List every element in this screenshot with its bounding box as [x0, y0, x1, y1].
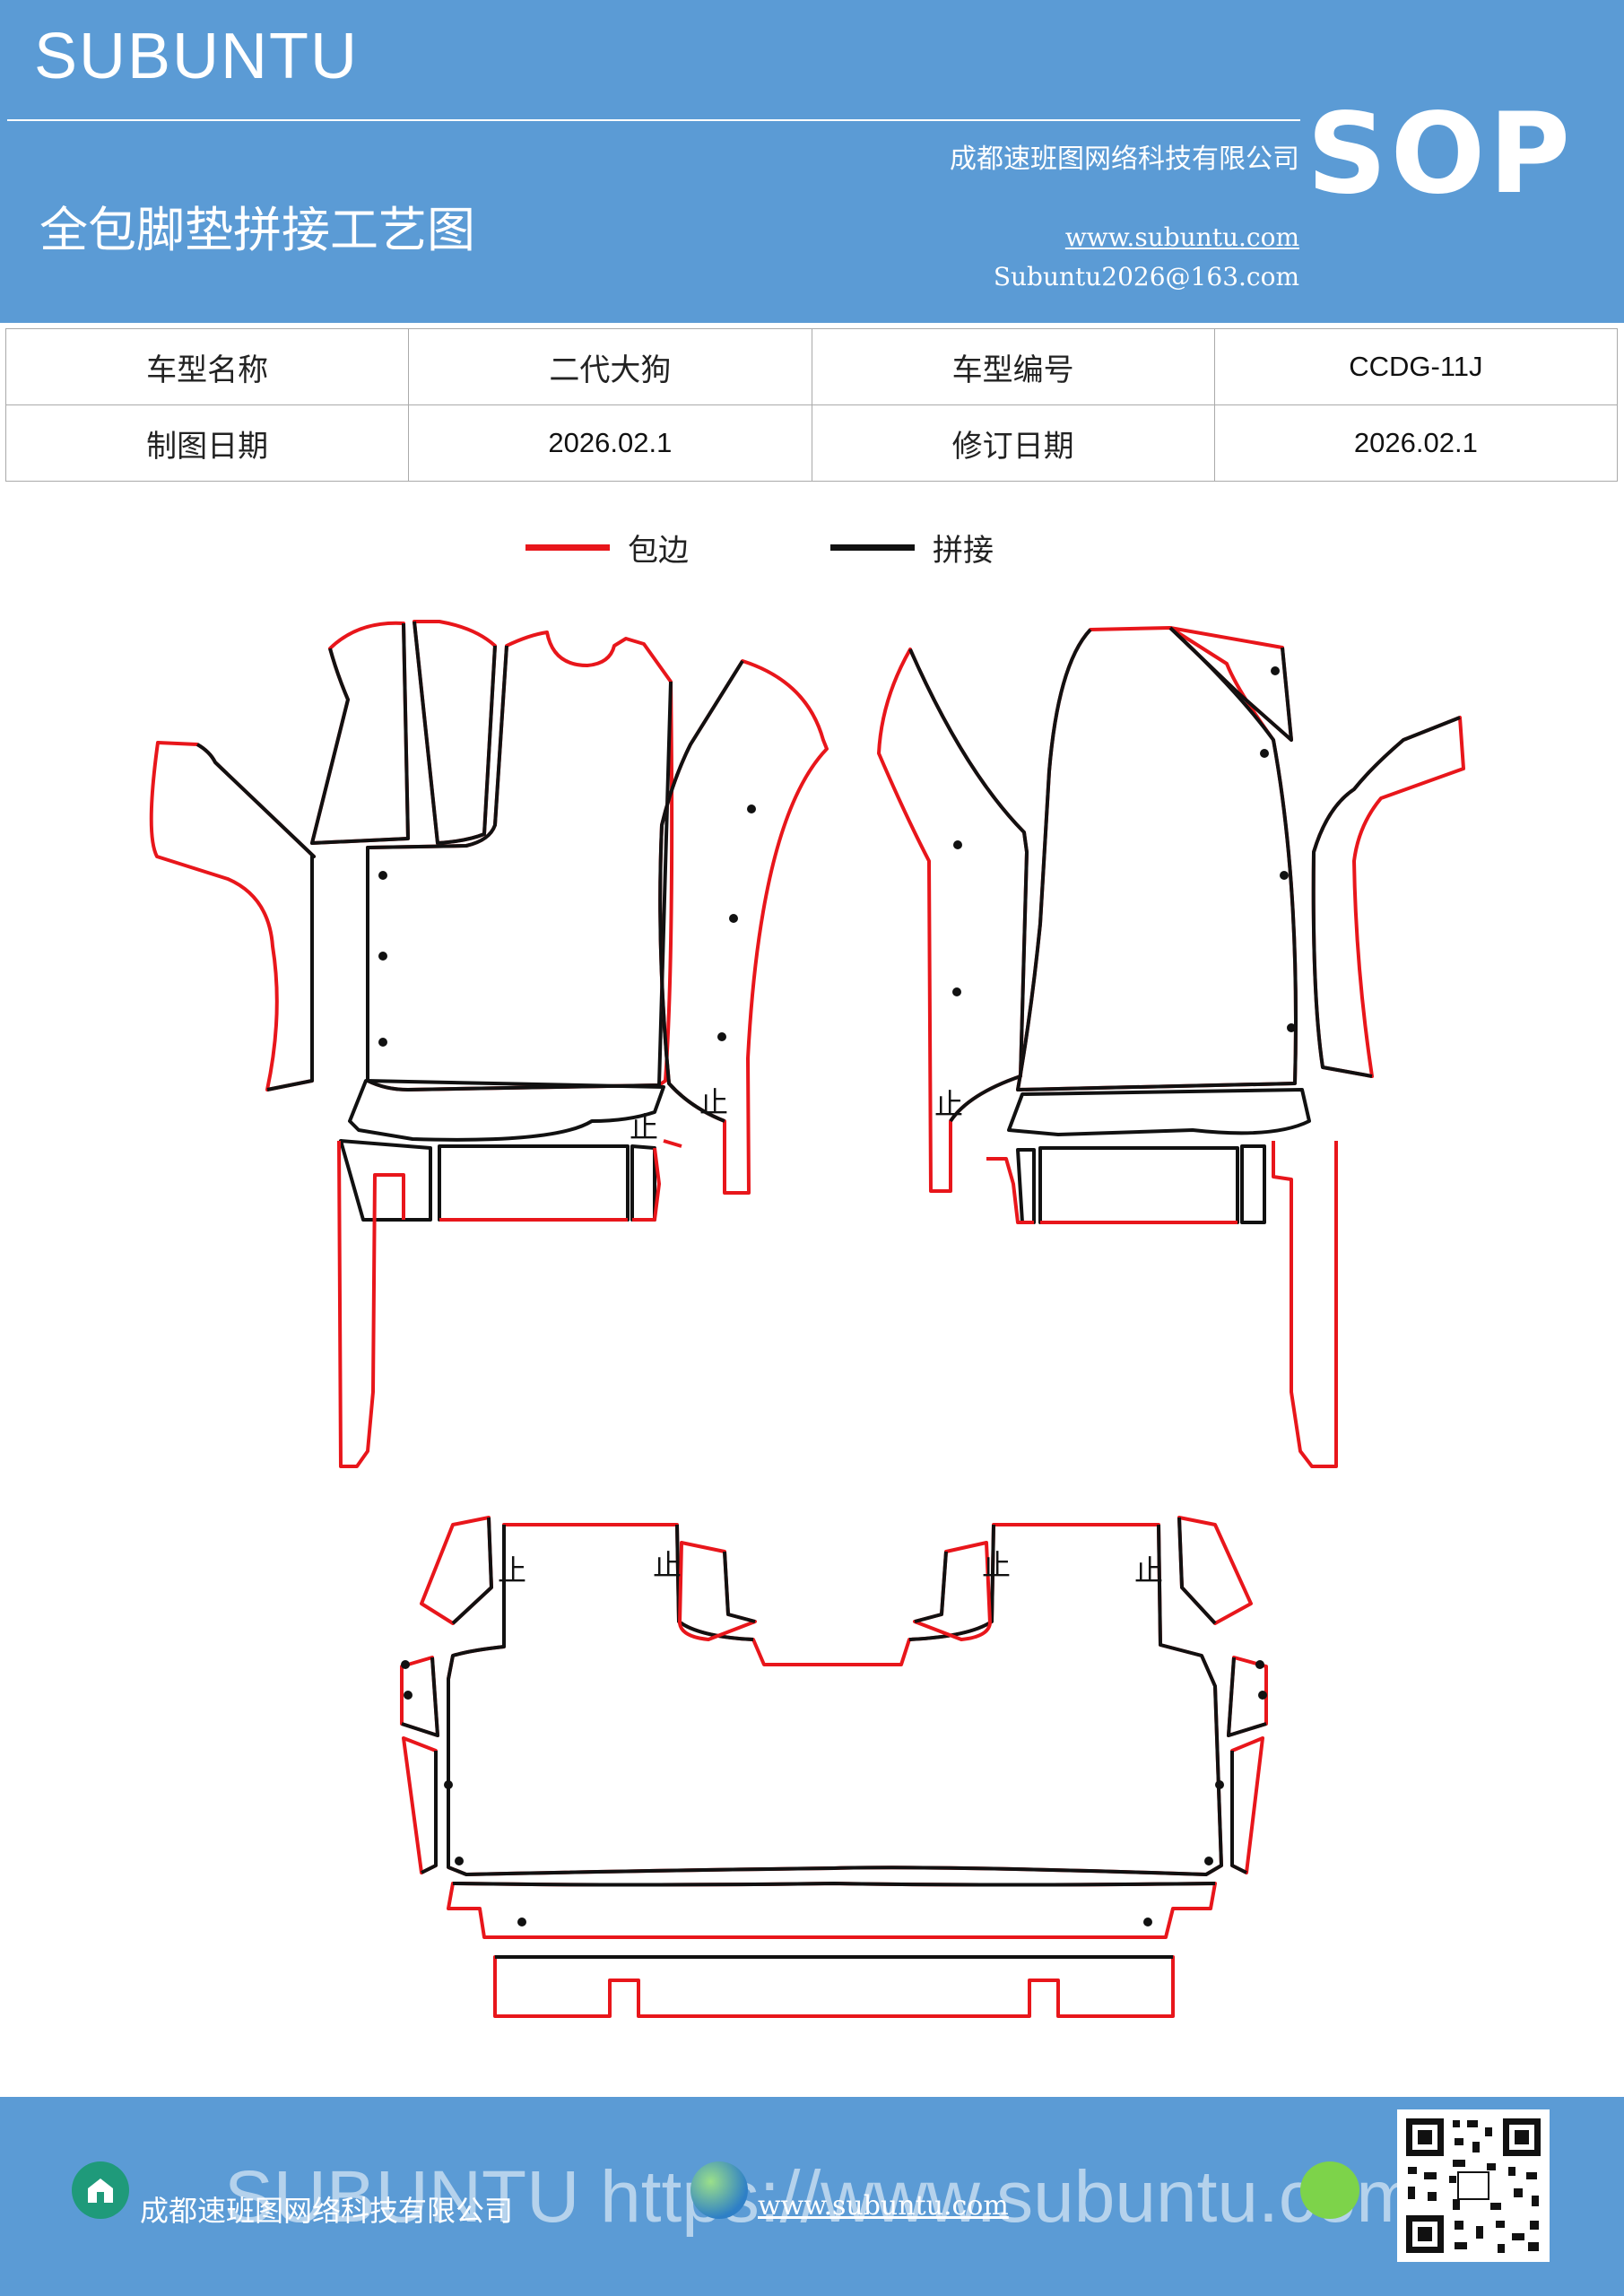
stop-mark: 止 [498, 1553, 526, 1587]
email-address[interactable]: Subuntu2026@163.com [993, 262, 1299, 291]
left-arc-panel-seam [658, 659, 744, 1123]
revise-date-label: 修订日期 [811, 404, 1215, 482]
rear-bottom-strip-edge [493, 1955, 1175, 2018]
model-code-label: 车型编号 [811, 328, 1215, 405]
right-front-group [877, 626, 1465, 1468]
qr-code [1397, 2109, 1550, 2262]
footer-company: 成都速班图网络科技有限公司 [140, 2194, 514, 2228]
stop-mark: 止 [653, 1548, 682, 1582]
table-row: 制图日期 2026.02.1 修订日期 2026.02.1 [4, 404, 1619, 482]
left-outer-flap-edge [149, 741, 316, 1091]
right-lower-edge-b [986, 1157, 1034, 1224]
rear-side-right-edge [1227, 1656, 1268, 1874]
model-name-label: 车型名称 [4, 328, 410, 405]
model-name-value: 二代大狗 [408, 328, 812, 405]
right-triangle-seam [1168, 626, 1293, 742]
left-triangle-edge [310, 621, 410, 845]
right-arc-panel-seam [908, 648, 1029, 1123]
page-header: SUBUNTU 全包脚垫拼接工艺图 成都速班图网络科技有限公司 www.subu… [0, 0, 1624, 323]
stop-marks: 止 止 止 止 止 止 止 [498, 1085, 1163, 1587]
draw-date-value: 2026.02.1 [408, 404, 812, 482]
legend-splice-label: 拼接 [933, 532, 994, 569]
rear-flap-left-seam [451, 1517, 493, 1625]
rear-side-right-seam [1227, 1657, 1267, 1874]
legend-splice: 拼接 [830, 520, 994, 574]
stop-mark: 止 [982, 1548, 1011, 1582]
stop-mark: 止 [630, 1110, 658, 1144]
model-code-value: CCDG-11J [1213, 328, 1619, 405]
home-icon [72, 2161, 129, 2219]
sop-badge: SOP [1307, 90, 1574, 219]
legend-edge-swatch [525, 544, 610, 551]
legend-edge-label: 包边 [628, 532, 689, 569]
rear-flap-left-edge [420, 1516, 493, 1625]
rear-flap-right-seam [1177, 1517, 1217, 1625]
model-info-table: 车型名称 二代大狗 车型编号 CCDG-11J 制图日期 2026.02.1 修… [4, 328, 1619, 482]
rear-side-left-edge [400, 1656, 439, 1874]
footer-website-link[interactable]: www.subuntu.com [758, 2190, 1009, 2222]
right-lower-strip-a [1007, 1088, 1311, 1136]
draw-date-label: 制图日期 [4, 404, 410, 482]
right-outer-flap-seam [1311, 716, 1461, 1078]
rear-group [400, 1516, 1268, 2018]
rear-inner-flap-right-seam [914, 1551, 948, 1623]
wechat-icon[interactable] [1300, 2161, 1359, 2219]
right-outer-flap-edge [1311, 716, 1465, 1078]
rear-flap-right-edge [1177, 1516, 1253, 1625]
website-link[interactable]: www.subuntu.com [1064, 222, 1299, 252]
rear-side-left-seam [401, 1657, 439, 1874]
document-title: 全包脚垫拼接工艺图 [39, 202, 475, 258]
stop-mark: 止 [1134, 1553, 1163, 1587]
left-lower-strip-a [348, 1079, 665, 1142]
rear-lower-bar-edge [447, 1882, 1217, 1939]
right-sill-edge [1272, 1141, 1338, 1468]
left-lower-strip-c [438, 1144, 630, 1222]
right-lower-strip-c [1038, 1146, 1239, 1224]
stop-mark: 止 [934, 1087, 963, 1121]
left-strip-seam [413, 621, 497, 845]
revise-date-value: 2026.02.1 [1213, 404, 1619, 482]
table-row: 车型名称 二代大狗 车型编号 CCDG-11J [4, 328, 1619, 405]
driver-mat-seam [366, 645, 673, 1091]
company-name: 成都速班图网络科技有限公司 [950, 144, 1299, 175]
rear-inner-flap-left-edge [678, 1541, 757, 1641]
rear-main-edge [447, 1523, 1223, 1876]
left-lower-edge-e [663, 1139, 682, 1148]
rear-dots [401, 1660, 1267, 1926]
rear-main-seam [447, 1524, 1223, 1876]
right-lower-strip-b [1016, 1148, 1036, 1224]
brand-logo: SUBUNTU [34, 21, 360, 92]
left-sill-edge [337, 1140, 405, 1468]
rear-lower-bar-seam [452, 1882, 1216, 1887]
left-lower-strip-b [339, 1139, 432, 1222]
left-triangle-seam [310, 622, 410, 845]
header-divider [7, 119, 1300, 121]
rear-inner-right [908, 1524, 995, 1641]
right-lower-strip-d [1240, 1144, 1266, 1224]
footer-watermark: SUBUNTU https://www.subuntu.com [224, 2156, 1418, 2238]
rear-inner-left [675, 1524, 754, 1641]
rear-inner-flap-left-seam [723, 1551, 756, 1623]
left-dots [378, 804, 756, 1047]
legend-edge: 包边 [525, 520, 689, 574]
left-arc-panel-edge [658, 659, 829, 1195]
driver-mat-edge [366, 631, 674, 1091]
passenger-mat-seam [1016, 626, 1298, 1091]
left-front-group [149, 620, 829, 1468]
left-outer-flap-seam [195, 743, 316, 1091]
globe-icon [690, 2161, 748, 2219]
legend-splice-swatch [830, 544, 915, 551]
page-footer: SUBUNTU https://www.subuntu.com 成都速班图网络科… [0, 2097, 1624, 2296]
floor-mat-diagram: 止 止 止 止 止 止 止 [149, 620, 1465, 2018]
right-dots [952, 666, 1296, 1032]
stop-mark: 止 [699, 1085, 728, 1119]
left-lower-edge-d [632, 1147, 661, 1222]
left-lower-strip-d [630, 1144, 656, 1222]
rear-inner-flap-right-edge [913, 1541, 992, 1641]
